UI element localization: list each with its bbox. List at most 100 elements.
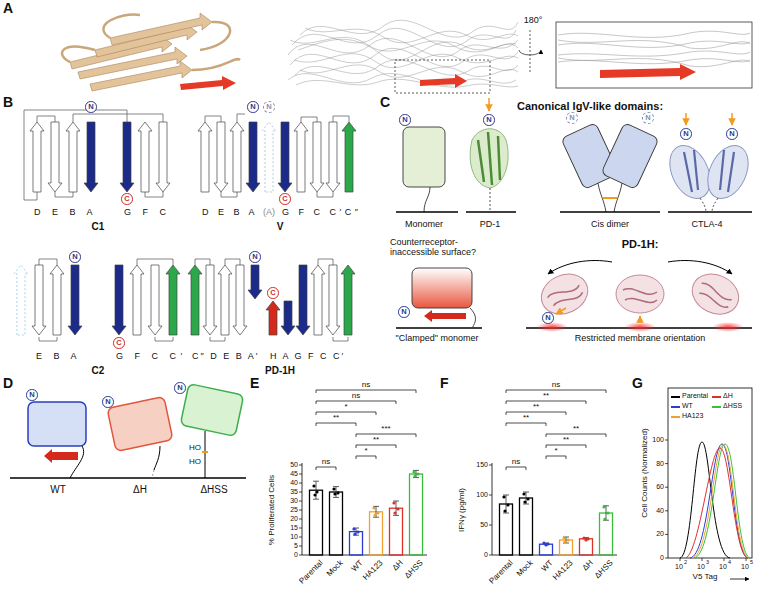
pd1h-structures	[668, 261, 732, 275]
bar-chart-e	[356, 445, 396, 448]
topology-v	[278, 122, 292, 192]
tick-label: 0	[294, 551, 298, 559]
bar-chart-f	[500, 504, 513, 555]
bar-chart-f	[492, 463, 617, 555]
strand-labels: (A)	[263, 208, 275, 218]
panel-letter: G	[632, 376, 643, 391]
topology-pd1h	[296, 265, 310, 335]
topology-name: C2	[92, 365, 105, 376]
construct-icons	[44, 449, 78, 463]
panel-letter: A	[3, 1, 13, 16]
terminus-letter: N	[266, 103, 271, 111]
bar-chart-e	[330, 492, 343, 555]
terminus-marker: N	[642, 112, 654, 124]
topology-v	[342, 122, 356, 192]
zoom-inset	[558, 31, 750, 67]
ctla4-structure	[728, 152, 734, 192]
tick-label: 0	[660, 554, 664, 562]
bar-chart-e	[316, 423, 356, 426]
tick-label: 30	[290, 497, 298, 505]
protein-cartoon	[180, 76, 236, 90]
membrane	[396, 327, 482, 329]
terminus-letter: N	[88, 103, 93, 111]
bar-chart-f	[526, 497, 529, 500]
significance-label: *	[364, 447, 367, 455]
panel-letter: F	[440, 376, 449, 391]
topology-pd1h	[341, 265, 355, 335]
pd1h-structures	[624, 322, 656, 332]
bar-chart-f	[544, 543, 547, 546]
topology-pd1h	[333, 337, 348, 341]
terminus-marker: N	[102, 396, 114, 408]
protein-cartoon	[90, 61, 192, 91]
terminus-letter: N	[486, 116, 491, 124]
ensemble-highlight	[395, 60, 490, 93]
bar-chart-f	[506, 467, 526, 470]
tick-label: 150	[476, 461, 488, 469]
tick-exponent: 5	[750, 559, 753, 565]
legend-text: ΔH	[723, 392, 733, 400]
angle-label: 180°	[524, 16, 543, 26]
pd1-structure	[498, 136, 500, 180]
tick-label: 100	[476, 491, 488, 499]
ctla4-structure	[700, 198, 718, 212]
molecule-label: Cis dimer	[591, 220, 629, 230]
terminus-letter: N	[569, 114, 574, 122]
bar-chart-f	[522, 492, 525, 495]
panel-letter: B	[3, 95, 13, 110]
topology-c1	[24, 110, 170, 200]
terminus-letter: N	[105, 398, 110, 406]
topology-c1	[84, 122, 98, 192]
pd1h-structures	[616, 275, 664, 313]
legend-text: ΔHSS	[723, 402, 742, 410]
bar-chart-e	[310, 490, 323, 555]
topology-pd1h	[195, 259, 210, 265]
topology-c2	[68, 265, 82, 335]
category-label: ΔH	[391, 559, 405, 573]
terminus-letter: N	[177, 384, 182, 392]
molecule-label: Restricted membrane orientation	[575, 334, 706, 344]
topology-v	[205, 116, 221, 122]
topology-v	[262, 122, 276, 192]
structure-ensemble	[300, 20, 518, 37]
pd1h-structures	[623, 289, 657, 303]
bar-chart-f	[520, 498, 533, 555]
membrane	[668, 211, 752, 213]
topology-c1	[73, 114, 163, 122]
terminus-letter: C	[282, 195, 287, 203]
topology-v	[230, 122, 244, 192]
bar-chart-f	[489, 465, 492, 555]
rotation-arrow	[519, 30, 541, 74]
bar-chart-f	[584, 538, 587, 541]
tick-label: 10	[290, 533, 298, 541]
category-label: Mock	[325, 559, 345, 579]
topology-v	[294, 122, 308, 192]
histogram-g	[686, 448, 748, 558]
bar-chart-f	[600, 513, 613, 555]
terminus-letter: N	[401, 308, 406, 316]
bar-chart-e	[353, 532, 356, 535]
ctla4-structure	[700, 139, 756, 205]
clamped-monomer-icon	[412, 268, 476, 328]
category-label: Mock	[515, 559, 535, 579]
bar-chart-f	[546, 434, 606, 437]
construct-icons	[205, 431, 206, 478]
topology-v	[310, 122, 324, 192]
strand-labels: D E B A	[34, 208, 97, 218]
significance-label: **	[563, 436, 569, 444]
panel-letter: C	[380, 95, 390, 110]
structure-ensemble	[300, 65, 518, 77]
bar-chart-e	[350, 532, 363, 555]
zoom-inset	[558, 40, 750, 49]
bar-chart-e	[410, 474, 423, 555]
zoom-inset	[558, 51, 750, 56]
construct-icons	[107, 396, 173, 451]
terminus-marker: N	[566, 112, 578, 124]
pd1h-structures	[556, 308, 566, 314]
topology-c2	[39, 259, 57, 265]
terminus-marker: N	[174, 382, 186, 394]
pd1h-structures	[548, 261, 612, 275]
significance-label: ns	[352, 392, 360, 400]
significance-label: **	[333, 414, 339, 422]
